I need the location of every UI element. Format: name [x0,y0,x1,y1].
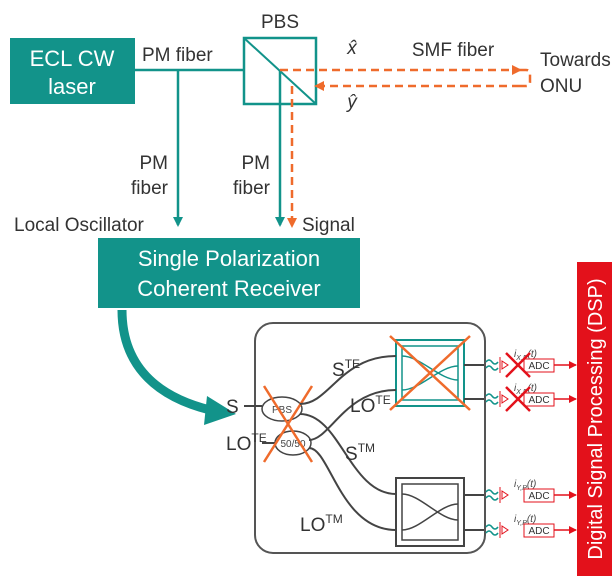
lo-te-base: LO [350,396,375,417]
lo-te-label: LOTE [350,393,391,417]
adc-label: ADC [528,526,549,537]
wg-s-te [299,355,397,405]
s-input-label: S [226,397,239,418]
out-1-sub: X,P [515,389,528,396]
signal-label: Signal [302,215,355,236]
dsp-label: Digital Signal Processing (DSP) [585,278,607,559]
small-pbs-label: PBS [272,405,292,416]
te-hybrid-wave-a [401,355,459,381]
x-hat-label: x̂ [346,38,358,59]
tm-hybrid-box [395,477,465,547]
s-tm-sup: TM [358,441,375,455]
zoom-curved-arrow [117,309,212,415]
wg-s-tm [299,413,397,495]
smf-fiber-label: SMF fiber [412,40,495,61]
s-te-label: STE [332,357,360,381]
towards-label-line2: ONU [540,76,582,97]
lo-te-sup: TE [375,393,390,407]
out-2-arg: (t) [527,479,536,490]
lo-tm-label: LOTM [300,512,343,536]
adc-cross-b [505,352,531,378]
output-current-label: iY,P(t) [514,479,536,492]
splitter-label: 50/50 [280,439,305,450]
out-1-i: i [514,383,517,394]
output-current-label: iY,P(t) [514,514,536,527]
output-channel: iX,P(t) ADC [464,383,577,412]
pm-fiber-left-line1: PM [140,153,169,174]
receiver-detail-box [254,322,486,554]
towards-label-line1: Towards [540,50,611,71]
adc-cross-b [505,386,531,412]
wg-lo-te [308,389,397,441]
lo-tm-sup: TM [325,512,342,526]
output-current-label: iX,P(t) [514,383,537,396]
receiver-label-line2: Coherent Receiver [137,276,320,301]
dsp-bar [577,262,612,576]
tm-hybrid-inner [401,483,459,541]
small-pbs [261,396,303,422]
laser-label-line2: laser [48,74,96,99]
pm-fiber-top-label: PM fiber [142,45,213,66]
out-0-sub: X,P [515,355,528,362]
out-3-arg: (t) [527,514,536,525]
adc-label: ADC [528,491,549,502]
out-3-i: i [514,514,517,525]
wg-lo-tm [308,447,397,531]
te-hybrid-inner [401,345,459,401]
tm-hybrid-wave-b [401,503,459,531]
out-2-sub: Y,P [516,485,527,492]
s-te-sup: TE [345,357,360,371]
output-channel: iX,P(t) ADC [464,349,577,378]
pbs-label: PBS [261,12,299,33]
out-1-arg: (t) [528,383,537,394]
out-0-arg: (t) [528,349,537,360]
adc-label: ADC [528,395,549,406]
receiver-box [98,238,360,308]
pm-fiber-left-line2: fiber [131,178,169,199]
te-hybrid-box [395,339,465,407]
laser-label-line1: ECL CW [30,46,115,71]
out-2-i: i [514,479,517,490]
tm-hybrid-wave-a [401,493,459,521]
lo-input-label: LOTE [226,431,267,455]
out-3-sub: Y,P [516,520,527,527]
lo-input-sup: TE [251,431,266,445]
laser-box [10,38,135,104]
local-oscillator-label: Local Oscillator [14,215,145,236]
receiver-label-line1: Single Polarization [138,246,320,271]
output-current-label: iX,P(t) [514,349,537,362]
output-channel: iY,P(t) ADC [464,514,577,538]
s-tm-label: STM [345,441,375,465]
pm-fiber-mid-line2: fiber [233,178,271,199]
fiber-loop [520,68,532,88]
zoom-arrow-head [204,396,236,425]
lo-input-base: LO [226,434,251,455]
pbs-cross-b [262,385,314,463]
s-te-base: S [332,360,345,381]
te-hybrid-wave-b [401,365,459,391]
pm-fiber-mid-line1: PM [242,153,271,174]
adc-label: ADC [528,361,549,372]
out-0-i: i [514,349,517,360]
te-cross-b [389,335,471,411]
output-channel: iY,P(t) ADC [464,479,577,503]
s-tm-base: S [345,444,358,465]
lo-tm-base: LO [300,515,325,536]
y-hat-label: ŷ [345,92,358,113]
